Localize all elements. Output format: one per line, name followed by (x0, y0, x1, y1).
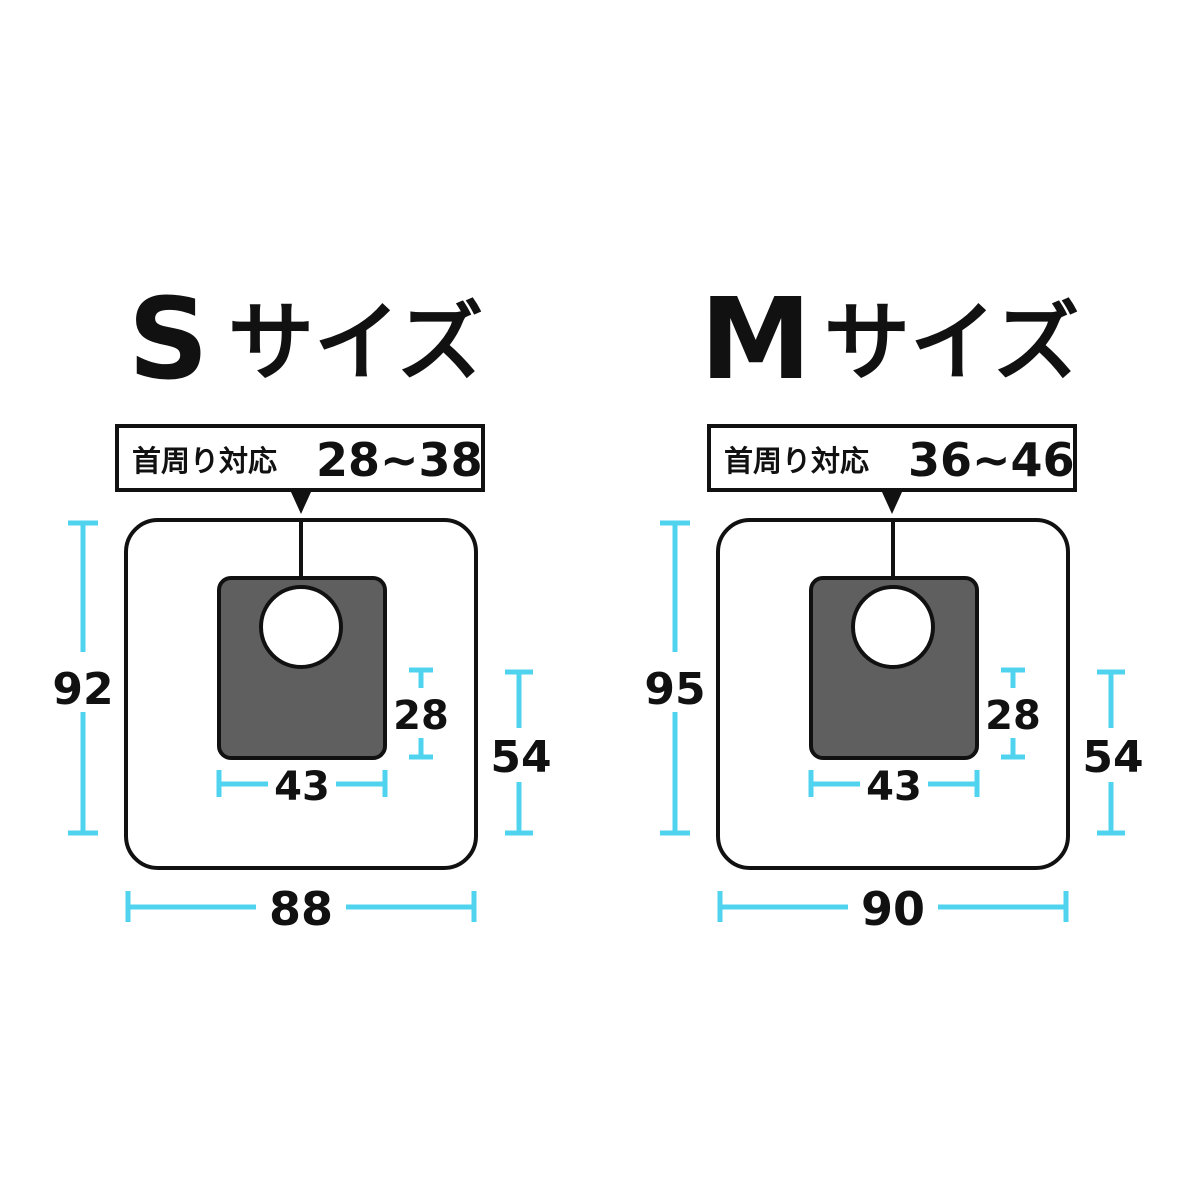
inner-height-dimension: 28 (393, 667, 449, 760)
neck-callout: 首周り対応 36~46 (707, 424, 1077, 514)
neck-size-label: 首周り対応 (724, 444, 869, 478)
inner-width-dimension: 43 (216, 764, 388, 810)
neck-size-range: 28~38 (316, 433, 483, 487)
width-value: 88 (269, 882, 333, 936)
pocket-height-dimension: 54 (490, 669, 552, 836)
pocket-height-value: 54 (490, 732, 551, 783)
size-panel-m: M サイズ 首周り対応 36~46 95 (644, 275, 1143, 936)
callout-pointer-icon (291, 492, 311, 514)
height-value: 95 (644, 664, 705, 715)
callout-pointer-icon (882, 492, 902, 514)
width-dimension: 88 (125, 882, 477, 936)
size-word: サイズ (228, 293, 483, 393)
height-value: 92 (52, 664, 113, 715)
pocket-height-value: 54 (1082, 732, 1143, 783)
neck-callout: 首周り対応 28~38 (115, 424, 485, 514)
height-dimension: 92 (52, 520, 114, 836)
neck-hole (851, 585, 935, 669)
neck-callout-box (115, 424, 485, 492)
inner-width-value: 43 (274, 764, 330, 810)
pocket-height-dimension: 54 (1082, 669, 1144, 836)
inner-height-dimension: 28 (985, 667, 1041, 760)
size-letter: M (700, 275, 811, 405)
neck-size-label: 首周り対応 (132, 444, 277, 478)
inner-height-value: 28 (393, 693, 449, 739)
inner-width-dimension: 43 (808, 764, 980, 810)
size-letter: S (128, 275, 209, 405)
width-value: 90 (861, 882, 925, 936)
neck-size-range: 36~46 (908, 433, 1075, 487)
neck-callout-box (707, 424, 1077, 492)
size-word: サイズ (824, 293, 1079, 393)
size-panel-s: S サイズ 首周り対応 28~38 92 (52, 275, 551, 936)
width-dimension: 90 (717, 882, 1069, 936)
height-dimension: 95 (644, 520, 706, 836)
inner-height-value: 28 (985, 693, 1041, 739)
neck-hole (259, 585, 343, 669)
inner-width-value: 43 (866, 764, 922, 810)
